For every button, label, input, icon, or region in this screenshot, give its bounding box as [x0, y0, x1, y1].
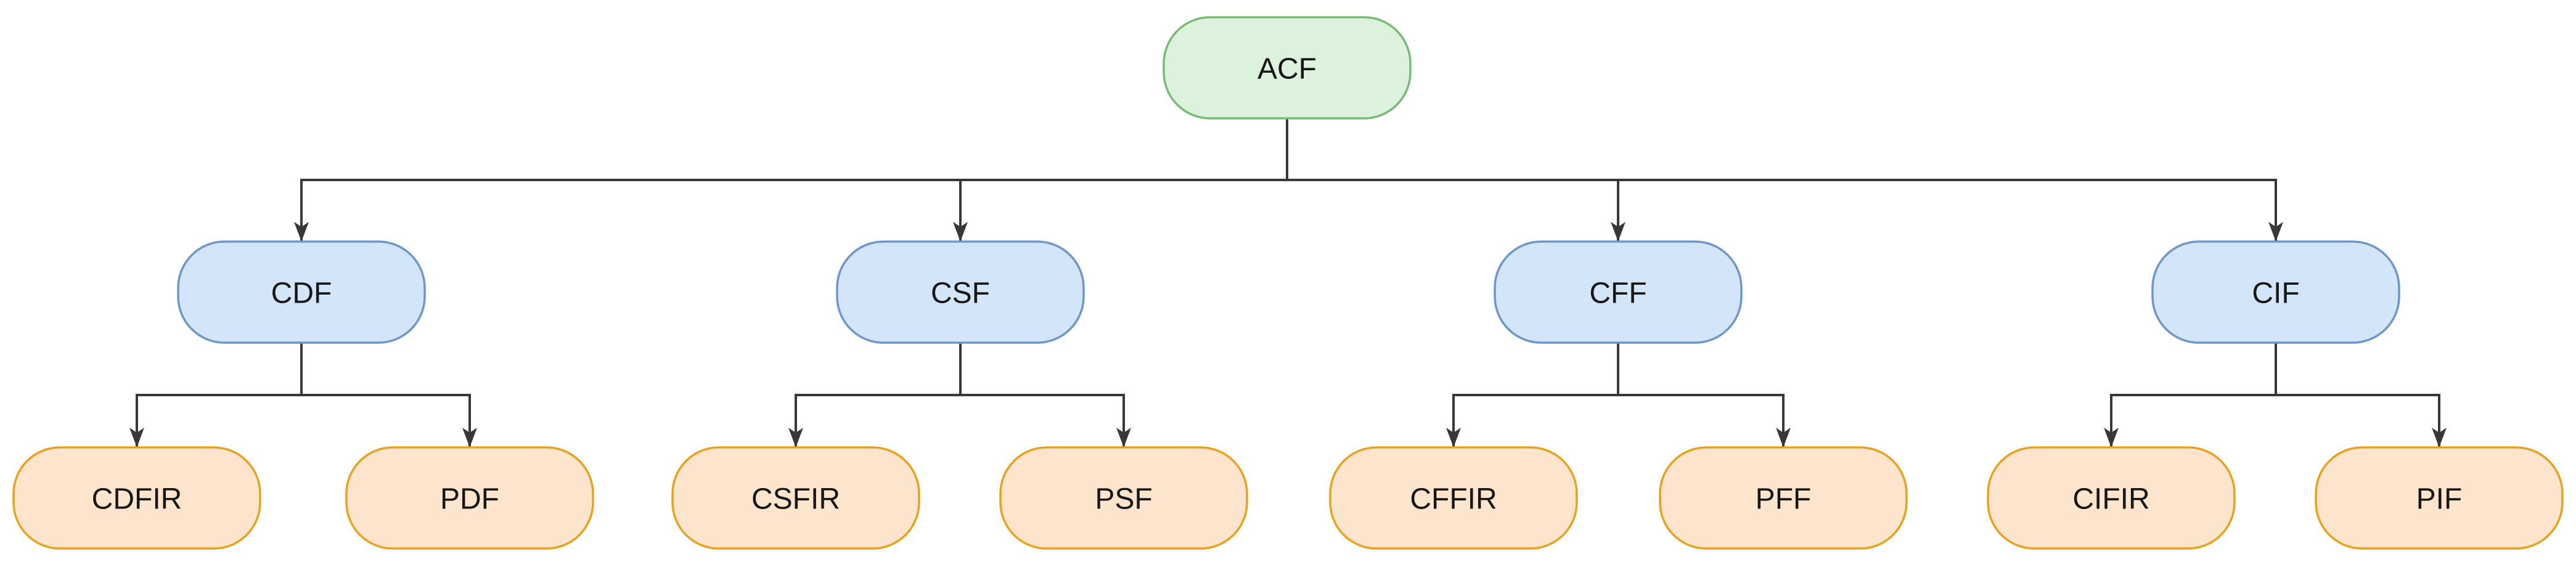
edges-cif-family: [2104, 343, 2447, 447]
node-cif-label: CIF: [2252, 277, 2299, 310]
node-pif-shape: [2315, 446, 2564, 550]
node-cff-label: CFF: [1589, 277, 1646, 310]
node-cffir: CFFIR: [1329, 446, 1578, 550]
edges-cdf-family: [129, 343, 477, 447]
node-acf-label: ACF: [1257, 53, 1317, 86]
node-csf: CSF: [836, 240, 1085, 344]
node-cffir-shape: [1329, 446, 1578, 550]
node-cdf-shape: [177, 240, 426, 344]
node-cifir: CIFIR: [1987, 446, 2236, 550]
node-cdfir-shape: [12, 446, 261, 550]
node-pdf-label: PDF: [440, 483, 499, 516]
node-cdfir-label: CDFIR: [92, 483, 182, 516]
edges-cff-family: [1446, 343, 1791, 447]
node-cifir-shape: [1987, 446, 2236, 550]
node-psf: PSF: [999, 446, 1248, 550]
node-cff-shape: [1494, 240, 1743, 344]
node-cdf: CDF: [177, 240, 426, 344]
node-csf-shape: [836, 240, 1085, 344]
node-cif-shape: [2151, 240, 2400, 344]
node-pff-label: PFF: [1756, 483, 1812, 516]
node-cif: CIF: [2151, 240, 2400, 344]
node-cifir-label: CIFIR: [2072, 483, 2149, 516]
node-pdf-shape: [345, 446, 594, 550]
node-pdf: PDF: [345, 446, 594, 550]
node-acf-shape: [1163, 16, 1412, 120]
node-acf: ACF: [1163, 16, 1412, 120]
node-pff-shape: [1659, 446, 1908, 550]
node-pif-label: PIF: [2416, 483, 2463, 516]
node-cff: CFF: [1494, 240, 1743, 344]
node-csfir-label: CSFIR: [751, 483, 840, 516]
node-cffir-label: CFFIR: [1410, 483, 1497, 516]
node-psf-shape: [999, 446, 1248, 550]
node-cdfir: CDFIR: [12, 446, 261, 550]
node-pff: PFF: [1659, 446, 1908, 550]
node-csfir-shape: [671, 446, 920, 550]
node-csf-label: CSF: [931, 277, 990, 310]
edges-level1: [294, 118, 2283, 242]
node-cdf-label: CDF: [271, 277, 332, 310]
node-csfir: CSFIR: [671, 446, 920, 550]
edges-csf-family: [788, 343, 1131, 447]
node-pif: PIF: [2315, 446, 2564, 550]
node-psf-label: PSF: [1095, 483, 1152, 516]
